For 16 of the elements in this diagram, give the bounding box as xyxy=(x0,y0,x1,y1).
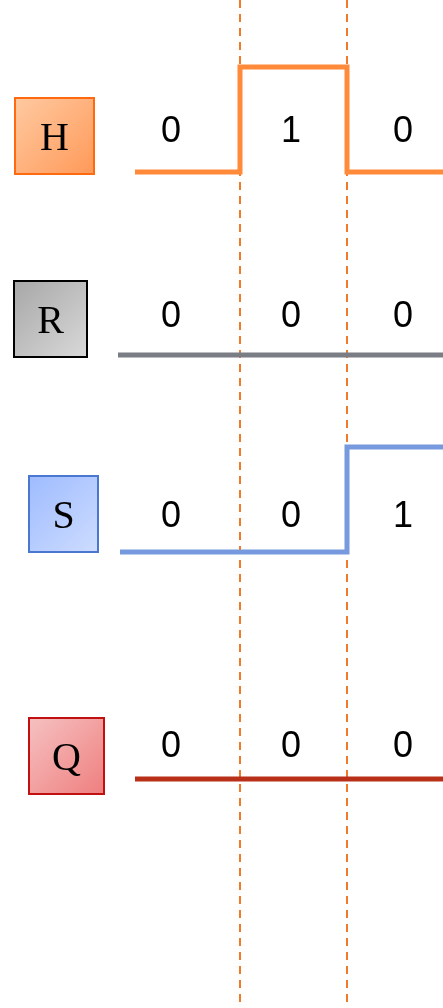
logic-value: 0 xyxy=(281,297,301,333)
signal-label-box: R xyxy=(13,280,88,358)
logic-value: 0 xyxy=(281,727,301,763)
signal-label-box: H xyxy=(14,97,95,175)
logic-value: 0 xyxy=(161,297,181,333)
signal-label-box: S xyxy=(28,475,99,553)
signal-label-box: Q xyxy=(28,717,105,795)
logic-value: 0 xyxy=(393,112,413,148)
logic-value: 0 xyxy=(161,727,181,763)
logic-value: 0 xyxy=(161,497,181,533)
logic-value: 0 xyxy=(161,112,181,148)
logic-value: 1 xyxy=(393,497,413,533)
logic-value: 0 xyxy=(281,497,301,533)
logic-value: 1 xyxy=(281,112,301,148)
logic-value: 0 xyxy=(393,727,413,763)
logic-value: 0 xyxy=(393,297,413,333)
